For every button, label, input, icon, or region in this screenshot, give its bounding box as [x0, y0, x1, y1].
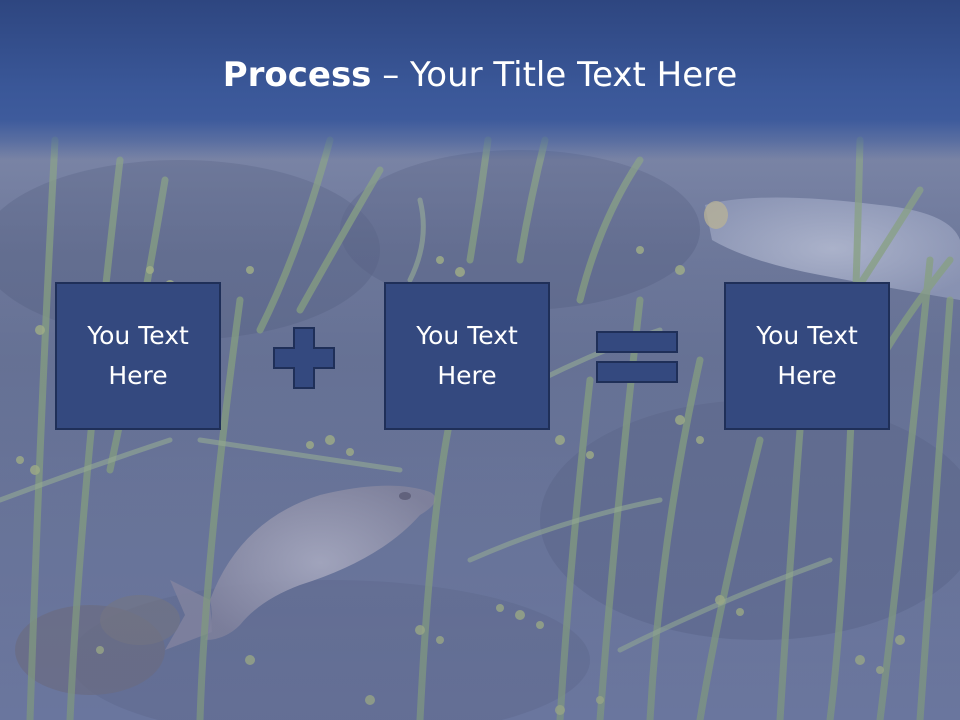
- process-box-3-label: You Text Here: [756, 321, 858, 390]
- process-box-1-label: You Text Here: [87, 321, 189, 390]
- equals-icon: [596, 331, 678, 383]
- process-box-2[interactable]: You Text Here: [384, 282, 550, 430]
- title-bold: Process: [222, 55, 372, 95]
- title-band: [0, 0, 960, 160]
- title-rest: – Your Title Text Here: [371, 55, 738, 95]
- slide-title: Process – Your Title Text Here: [0, 50, 960, 100]
- process-box-3[interactable]: You Text Here: [724, 282, 890, 430]
- process-box-1[interactable]: You Text Here: [55, 282, 221, 430]
- plus-icon: [273, 327, 335, 389]
- process-box-2-label: You Text Here: [416, 321, 518, 390]
